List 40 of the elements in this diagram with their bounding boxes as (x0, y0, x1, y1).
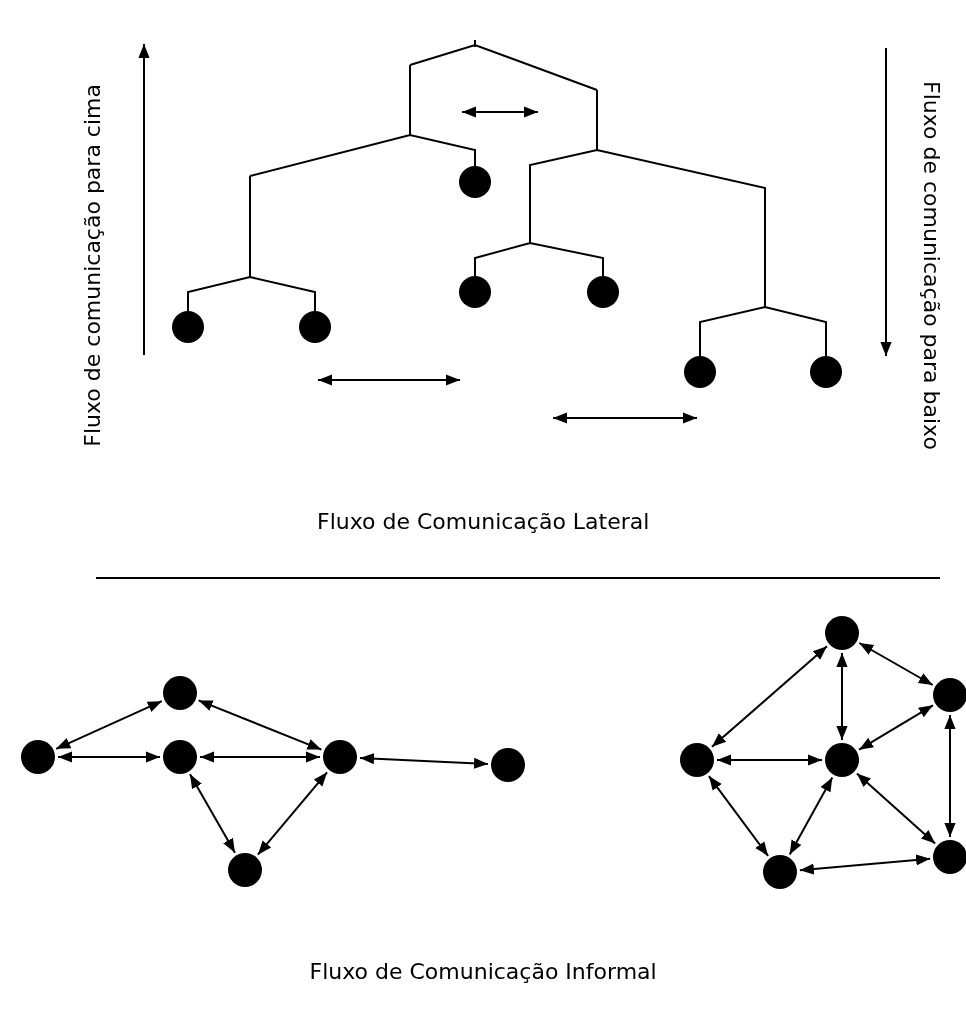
node-dot (323, 740, 357, 774)
flow-label: Fluxo de comunicação para baixo (920, 80, 942, 450)
double-arrow (189, 773, 236, 854)
double-arrow (256, 771, 329, 856)
node-dot (825, 743, 859, 777)
node-dot (763, 855, 797, 889)
double-arrow (197, 699, 323, 751)
node-dot (810, 356, 842, 388)
node-dot (680, 743, 714, 777)
flow-label: Fluxo de Comunicação Lateral (317, 511, 650, 533)
double-arrow (55, 700, 163, 750)
node-dot (587, 276, 619, 308)
double-arrow (716, 754, 823, 766)
node-dot (21, 740, 55, 774)
node-dot (459, 166, 491, 198)
double-arrow (798, 854, 932, 875)
node-dot (228, 853, 262, 887)
flow-label: Fluxo de Comunicação Informal (309, 961, 657, 983)
node-dot (299, 311, 331, 343)
double-arrow (836, 652, 848, 741)
double-arrow (707, 775, 770, 857)
double-arrow (788, 776, 834, 856)
double-arrow (858, 704, 934, 751)
node-dot (459, 276, 491, 308)
node-dot (933, 678, 966, 712)
flow-label: Fluxo de comunicação para cima (82, 83, 104, 447)
node-dot (163, 740, 197, 774)
node-dot (684, 356, 716, 388)
double-arrow (855, 772, 937, 845)
double-arrow (944, 714, 956, 838)
node-dot (172, 311, 204, 343)
double-arrow (711, 645, 828, 748)
double-arrow (359, 753, 489, 769)
node-dot (491, 748, 525, 782)
double-arrow (199, 751, 321, 763)
double-arrow (57, 751, 161, 763)
node-dot (163, 676, 197, 710)
node-dot (933, 840, 966, 874)
node-dot (825, 616, 859, 650)
double-arrow (858, 642, 934, 686)
